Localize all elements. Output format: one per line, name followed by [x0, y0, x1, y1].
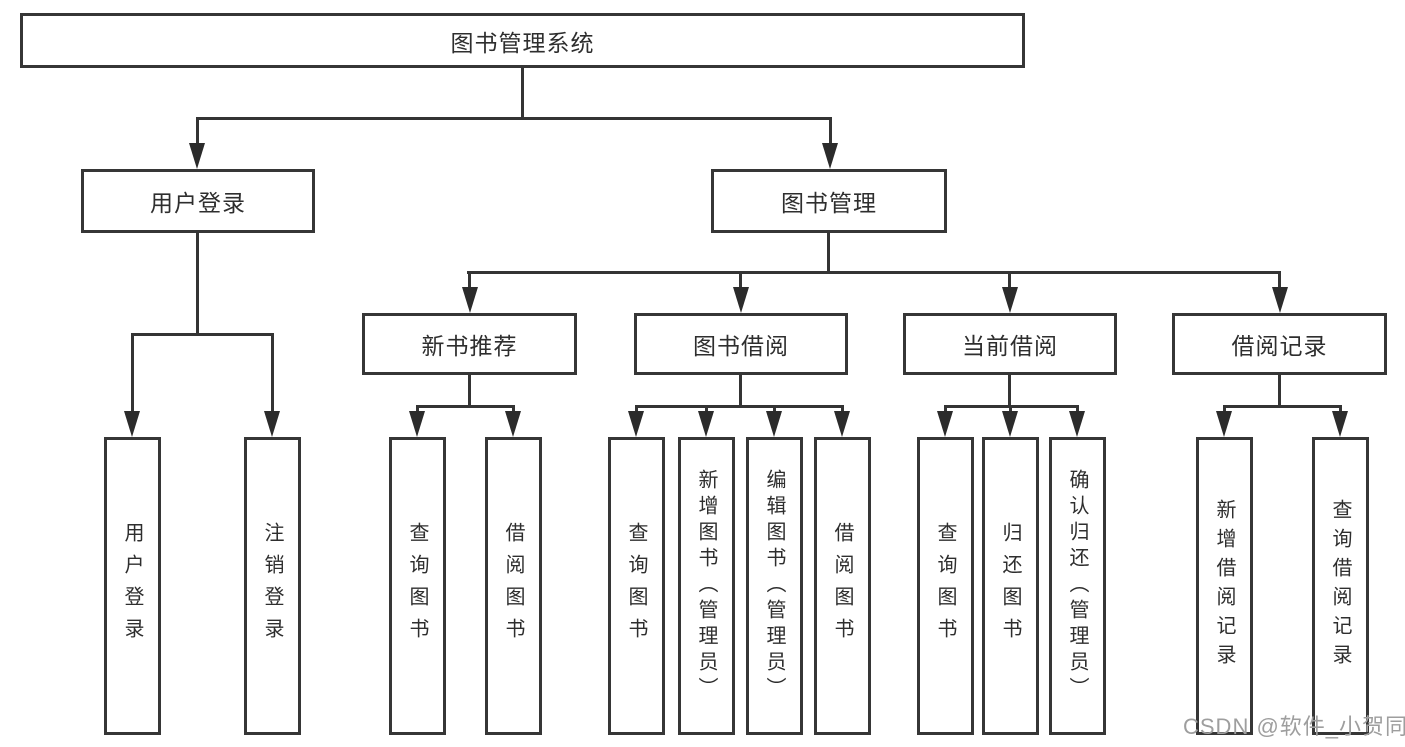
arrowhead-cur-query — [937, 411, 953, 437]
arrowhead-records — [1272, 287, 1288, 313]
arrowhead-management — [822, 143, 838, 169]
connector-management-hbar — [467, 271, 1281, 274]
csdn-watermark: CSDN @软件_小贺同学 — [1183, 714, 1405, 739]
leaf-cur-confirm-return-label: 确认归还（管理员） — [1066, 469, 1088, 703]
leaf-rec-borrow-books-label: 借阅图书 — [502, 522, 524, 650]
connector-drop-bor-edit — [773, 405, 776, 413]
node-leaf-user-login: 用户登录 — [104, 437, 161, 735]
connector-borrow-hbar — [635, 405, 844, 408]
arrowhead-bor-edit — [766, 411, 782, 437]
leaf-rec-query-books-label: 查询图书 — [406, 522, 428, 650]
leaf-bor-add-books-label: 新增图书（管理员） — [695, 469, 717, 703]
node-leaf-logout: 注销登录 — [244, 437, 301, 735]
node-root-label: 图书管理系统 — [450, 29, 595, 56]
node-current-borrow: 当前借阅 — [903, 313, 1117, 375]
node-user-login-label: 用户登录 — [150, 190, 246, 216]
arrowhead-recommend — [462, 287, 478, 313]
connector-management-stem — [827, 232, 830, 274]
connector-drop-login-logout — [271, 333, 274, 413]
arrowhead-borrow — [733, 287, 749, 313]
connector-drop-cur-return — [1009, 405, 1012, 413]
node-new-book-recommend: 新书推荐 — [362, 313, 577, 375]
node-leaf-bor-edit-books: 编辑图书（管理员） — [746, 437, 803, 735]
leaf-bor-query-books-label: 查询图书 — [625, 522, 647, 650]
node-book-management-label: 图书管理 — [781, 190, 877, 216]
leaf-bor-lend-books-label: 借阅图书 — [831, 522, 853, 650]
node-leaf-bor-add-books: 新增图书（管理员） — [678, 437, 735, 735]
arrowhead-login-logout — [264, 411, 280, 437]
connector-drop-rec-query — [416, 405, 419, 413]
node-borrow-records: 借阅记录 — [1172, 313, 1387, 375]
leaf-cur-query-books-label: 查询图书 — [934, 522, 956, 650]
node-book-borrow-label: 图书借阅 — [693, 333, 789, 359]
node-user-login: 用户登录 — [81, 169, 315, 233]
leaf-log-add-record-label: 新增借阅记录 — [1213, 499, 1235, 673]
node-leaf-cur-confirm-return: 确认归还（管理员） — [1049, 437, 1106, 735]
node-new-book-recommend-label: 新书推荐 — [421, 333, 518, 359]
connector-recommend-hbar — [416, 405, 515, 408]
node-root: 图书管理系统 — [20, 13, 1025, 68]
node-leaf-rec-borrow-books: 借阅图书 — [485, 437, 542, 735]
connector-records-stem — [1278, 374, 1281, 407]
arrowhead-rec-borrow — [505, 411, 521, 437]
arrowhead-login-user — [124, 411, 140, 437]
connector-drop-recommend — [468, 271, 471, 289]
arrowhead-rec-query — [409, 411, 425, 437]
connector-recommend-stem — [468, 374, 471, 407]
connector-drop-current — [1008, 271, 1011, 289]
connector-drop-borrow — [739, 271, 742, 289]
connector-drop-records — [1278, 271, 1281, 289]
node-leaf-cur-query-books: 查询图书 — [917, 437, 974, 735]
connector-root-stem — [521, 67, 524, 119]
arrowhead-bor-lend — [834, 411, 850, 437]
connector-drop-bor-query — [635, 405, 638, 413]
leaf-bor-edit-books-label: 编辑图书（管理员） — [763, 469, 785, 703]
connector-login-stem — [196, 232, 199, 335]
leaf-user-login-label: 用户登录 — [121, 522, 143, 650]
node-leaf-rec-query-books: 查询图书 — [389, 437, 446, 735]
node-current-borrow-label: 当前借阅 — [962, 333, 1058, 359]
node-leaf-log-add-record: 新增借阅记录 — [1196, 437, 1253, 735]
node-leaf-bor-lend-books: 借阅图书 — [814, 437, 871, 735]
connector-drop-log-query — [1339, 405, 1342, 413]
arrowhead-cur-return — [1002, 411, 1018, 437]
arrowhead-bor-add — [698, 411, 714, 437]
connector-records-hbar — [1223, 405, 1342, 408]
connector-borrow-stem — [739, 374, 742, 407]
arrowhead-current — [1002, 287, 1018, 313]
connector-root-hbar — [196, 117, 832, 120]
arrowhead-log-query — [1332, 411, 1348, 437]
arrowhead-login — [189, 143, 205, 169]
connector-drop-cur-confirm — [1076, 405, 1079, 413]
connector-drop-cur-query — [944, 405, 947, 413]
node-leaf-cur-return-books: 归还图书 — [982, 437, 1039, 735]
arrowhead-log-add — [1216, 411, 1232, 437]
node-book-management: 图书管理 — [711, 169, 947, 233]
node-book-borrow: 图书借阅 — [634, 313, 848, 375]
node-leaf-log-query-record: 查询借阅记录 — [1312, 437, 1369, 735]
connector-drop-log-add — [1223, 405, 1226, 413]
leaf-logout-label: 注销登录 — [261, 522, 283, 650]
arrowhead-cur-confirm — [1069, 411, 1085, 437]
connector-drop-bor-add — [705, 405, 708, 413]
leaf-cur-return-books-label: 归还图书 — [999, 522, 1021, 650]
arrowhead-bor-query — [628, 411, 644, 437]
node-leaf-bor-query-books: 查询图书 — [608, 437, 665, 735]
leaf-log-query-record-label: 查询借阅记录 — [1329, 499, 1351, 673]
connector-drop-management — [829, 117, 832, 146]
node-borrow-records-label: 借阅记录 — [1231, 333, 1328, 359]
connector-drop-bor-lend — [841, 405, 844, 413]
connector-drop-login — [196, 117, 199, 146]
connector-drop-login-user — [131, 333, 134, 413]
connector-drop-rec-borrow — [512, 405, 515, 413]
connector-current-stem — [1008, 374, 1011, 407]
connector-login-hbar — [131, 333, 274, 336]
